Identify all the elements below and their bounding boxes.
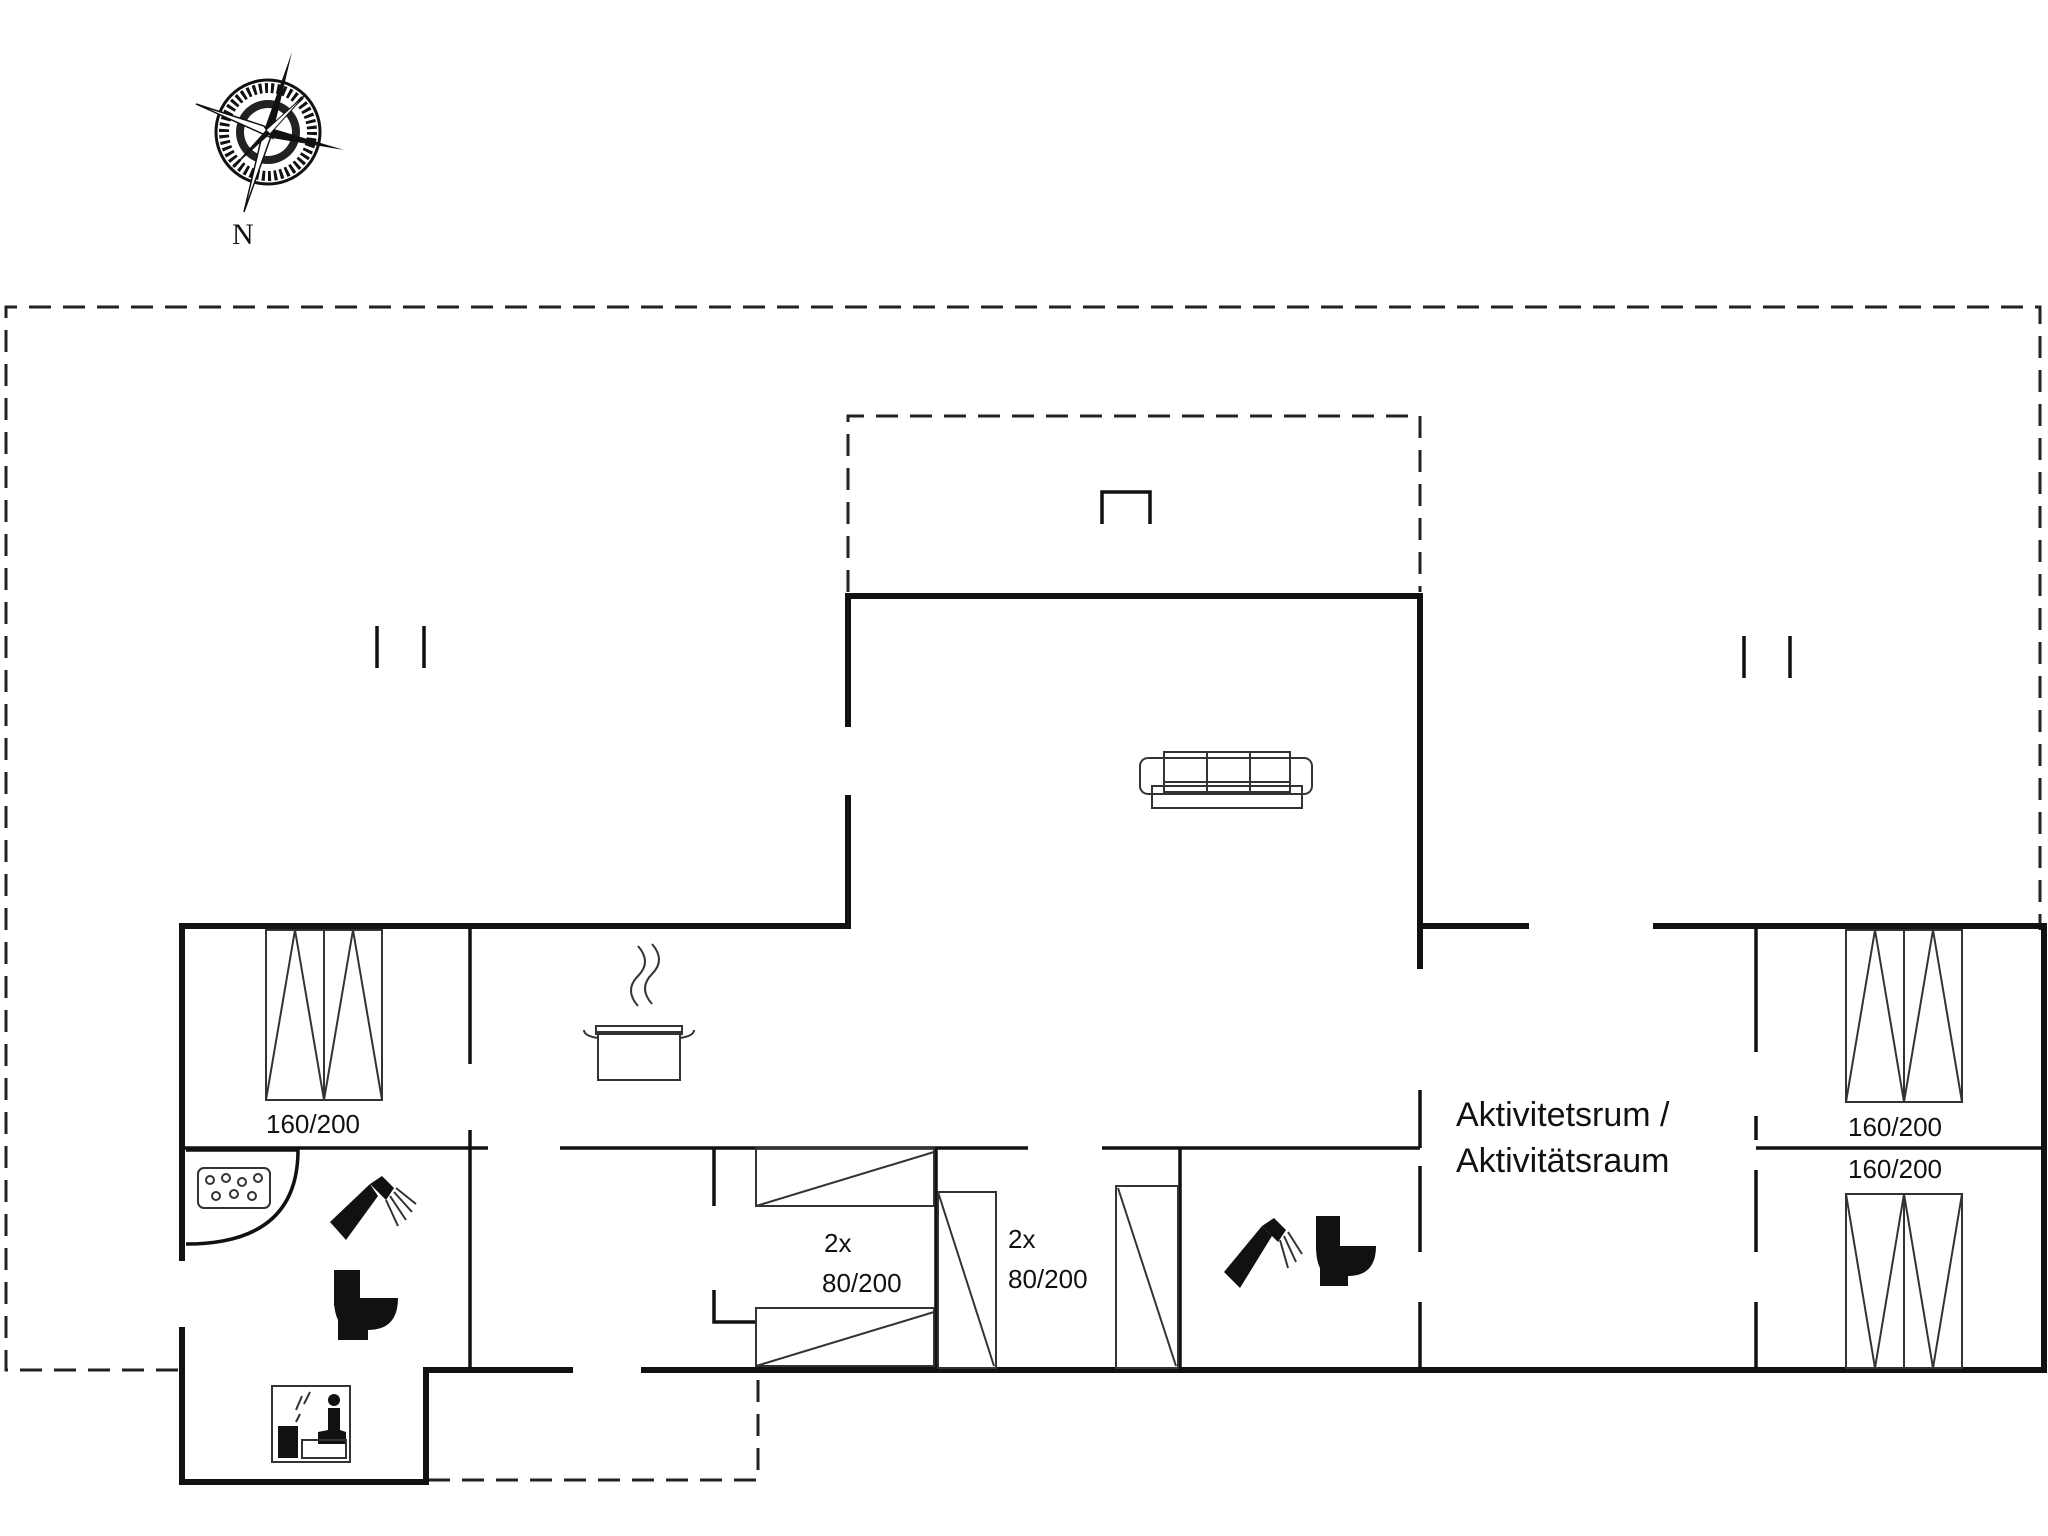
bunk-count-label: 2x	[824, 1228, 851, 1258]
compass-icon	[195, 52, 344, 213]
bunk-bed-1	[755, 1147, 935, 1367]
whirlpool-icon	[185, 1148, 300, 1246]
toilet-icon	[1316, 1216, 1376, 1286]
sauna-icon	[271, 1385, 351, 1463]
room-label-activity: Aktivitetsrum /	[1456, 1096, 1670, 1134]
bed-size-label: 160/200	[1848, 1154, 1942, 1184]
window-icon	[375, 490, 1792, 678]
bed-right-lower	[1845, 1193, 1963, 1369]
compass-north-label: N	[232, 218, 254, 251]
shower-icon	[1224, 1218, 1303, 1288]
cooking-pot-icon	[583, 943, 695, 1081]
bunk-size-label: 80/200	[822, 1268, 902, 1298]
shower-icon	[330, 1176, 417, 1240]
bed-size-label: 160/200	[1848, 1112, 1942, 1142]
interior-walls	[182, 926, 2044, 1370]
room-label-activity: Aktivitätsraum	[1456, 1142, 1670, 1180]
bunk-size-label: 80/200	[1008, 1264, 1088, 1294]
toilet-icon	[334, 1270, 398, 1340]
terrace-outline	[4, 305, 2042, 1482]
bed-right-upper	[1845, 929, 1963, 1103]
bed-size-label: 160/200	[266, 1109, 360, 1139]
bunk-bed-2	[937, 1185, 1179, 1369]
bunk-count-label: 2x	[1008, 1224, 1035, 1254]
sofa-icon	[1139, 751, 1313, 809]
exterior-walls	[179, 593, 2047, 1485]
bed-left	[265, 929, 383, 1101]
